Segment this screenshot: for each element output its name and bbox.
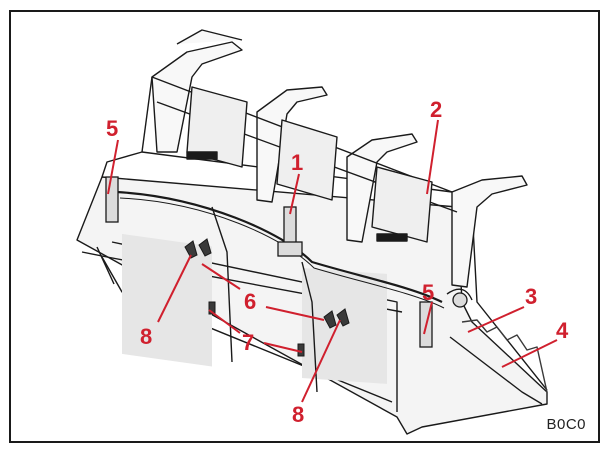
- callout-4: 4: [556, 318, 569, 343]
- grapple-arms: [141, 29, 528, 288]
- callout-8-left: 8: [140, 324, 152, 349]
- callout-5-right: 5: [422, 280, 434, 305]
- callout-5-left: 5: [106, 116, 118, 141]
- callout-leaders: [107, 119, 558, 403]
- latch-hooks: [184, 238, 350, 357]
- callout-2: 2: [430, 97, 442, 122]
- figure-code: B0C0: [546, 416, 586, 433]
- callout-8-right: 8: [292, 402, 304, 427]
- figure-frame: 1 2 3 4 5 5 6 7 8 8 B0C0: [9, 10, 600, 443]
- bucket-grapple-drawing: 1 2 3 4 5 5 6 7 8 8: [76, 29, 569, 435]
- callout-7: 7: [242, 330, 254, 355]
- callout-labels: 1 2 3 4 5 5 6 7 8 8: [106, 97, 569, 427]
- callout-3: 3: [525, 284, 537, 309]
- callout-1: 1: [291, 150, 303, 175]
- callout-6: 6: [244, 289, 256, 314]
- bucket-outline: [76, 151, 548, 435]
